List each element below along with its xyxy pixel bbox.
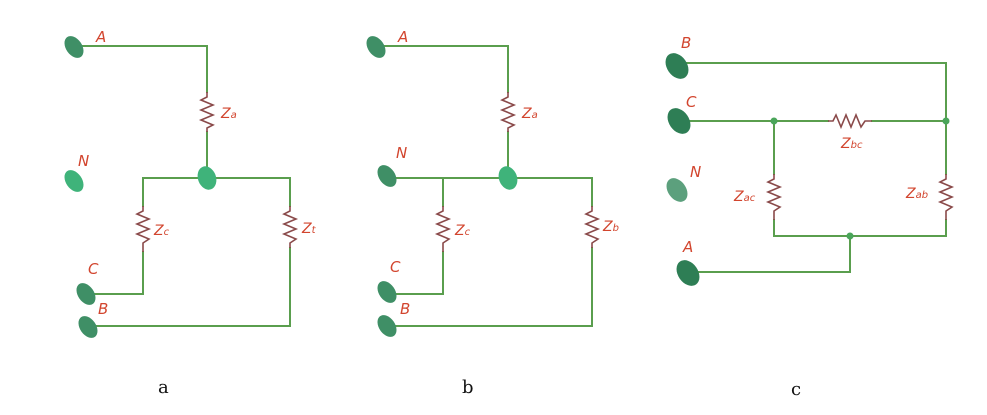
wire-zb-to-b: [389, 247, 593, 327]
resistor-zbc: [828, 112, 872, 130]
wire-zc-to-c: [87, 251, 144, 295]
wire-b-top: [683, 62, 947, 122]
wire-zac-bottom: [773, 219, 947, 237]
resistor-zac: [765, 174, 783, 220]
diagram-c: B C N A Zbc Zac Zab c: [661, 34, 955, 400]
resistor-za: [499, 92, 517, 132]
terminal-c[interactable]: [374, 278, 401, 307]
label-b: B: [681, 34, 691, 52]
label-za: Za: [521, 106, 538, 122]
wire-zb-to-b: [89, 247, 291, 327]
caption-c: c: [791, 379, 801, 400]
neutral-node: [498, 166, 518, 190]
label-c: C: [390, 258, 401, 276]
resistor-za: [198, 92, 216, 132]
terminal-n[interactable]: [61, 167, 88, 196]
resistor-zc: [134, 206, 152, 252]
caption-a: a: [158, 377, 169, 398]
label-n: N: [396, 144, 407, 162]
terminal-c[interactable]: [73, 280, 100, 309]
label-zb: Zt: [301, 221, 317, 237]
label-zac: Zac: [733, 189, 756, 205]
label-c: C: [686, 93, 697, 111]
label-zc: Zc: [153, 223, 170, 239]
terminal-a[interactable]: [672, 256, 704, 290]
caption-b: b: [462, 377, 474, 398]
terminal-b[interactable]: [661, 49, 693, 83]
label-b: B: [98, 300, 108, 318]
label-za: Za: [220, 106, 237, 122]
junction-c-right: [942, 117, 950, 125]
label-c: C: [88, 260, 99, 278]
label-n: N: [690, 163, 701, 181]
diagram-a: A N C B Za Zc Zt a: [61, 28, 317, 398]
label-a: A: [397, 28, 408, 46]
wire-a-to-za: [381, 45, 509, 93]
label-zc: Zc: [454, 223, 471, 239]
diagram-b: A N C B Za Zc Zb b: [363, 28, 619, 398]
terminal-a[interactable]: [363, 33, 390, 62]
resistor-zc: [434, 206, 452, 252]
wire-a-to-za: [79, 45, 208, 93]
label-zab: Zab: [905, 186, 928, 202]
junction-c-left: [770, 117, 778, 125]
label-a: A: [682, 238, 693, 256]
label-a: A: [95, 28, 106, 46]
terminal-n[interactable]: [662, 174, 692, 206]
terminal-a[interactable]: [61, 33, 88, 62]
terminal-b[interactable]: [374, 312, 401, 341]
terminal-n[interactable]: [374, 162, 401, 191]
resistor-zb: [583, 206, 601, 248]
junction-bottom: [846, 232, 854, 240]
neutral-node: [197, 166, 217, 190]
wire-a-to-node: [691, 235, 851, 273]
resistor-zb: [281, 206, 299, 248]
label-n: N: [78, 152, 89, 170]
label-zbc: Zbc: [840, 136, 863, 152]
terminal-c[interactable]: [663, 104, 695, 138]
label-b: B: [400, 300, 410, 318]
label-zb: Zb: [602, 219, 619, 235]
wire-n-bus: [391, 177, 593, 207]
wire-zc-to-c: [389, 251, 444, 295]
terminal-b[interactable]: [75, 313, 102, 342]
wire-node-bus: [142, 177, 291, 207]
resistor-zab: [937, 174, 955, 220]
